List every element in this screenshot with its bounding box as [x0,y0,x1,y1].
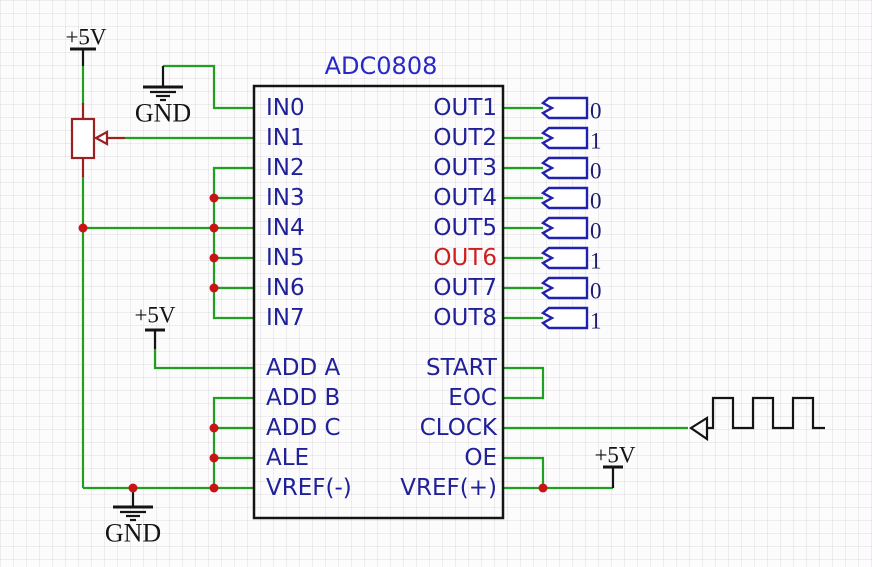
logic-probe-8[interactable] [540,306,589,330]
pin-label-eoc: EOC [448,385,497,411]
pin-label-out7: OUT7 [433,275,497,301]
pin-label-out5: OUT5 [433,215,497,241]
chip-left-pin-labels: IN0 IN1 IN2 IN3 IN4 IN5 IN6 IN7 ADD A AD… [266,95,352,501]
wires[interactable] [81,64,688,490]
junction-dot [209,253,219,263]
vcc-symbol-top-left[interactable]: +5V [65,25,107,67]
pin-label-add-a: ADD A [266,355,340,381]
wire-start-eoc[interactable] [503,366,545,400]
vcc-right-label: +5V [594,443,635,468]
junction-dot [209,483,219,493]
junction-dot [209,453,219,463]
pin-label-add-b: ADD B [266,385,340,411]
probe-value-5: 0 [590,219,602,244]
pin-label-clock: CLOCK [420,415,498,441]
pot-body[interactable] [70,117,96,160]
pin-label-out6-highlighted: OUT6 [433,245,497,271]
pin-label-in2: IN2 [266,155,305,181]
wire-oe[interactable] [503,456,545,488]
chip-right-pin-labels: OUT1 OUT2 OUT3 OUT4 OUT5 OUT6 OUT7 OUT8 … [400,95,498,501]
logic-probe-5[interactable] [540,216,589,240]
pin-label-out2: OUT2 [433,125,497,151]
pin-label-out3: OUT3 [433,155,497,181]
pin-label-in6: IN6 [266,275,305,301]
logic-probes[interactable]: 0 1 0 0 0 1 0 1 [540,96,602,334]
probe-value-2: 1 [590,129,602,154]
junction-dot [128,483,138,493]
vcc-symbol-mid-left[interactable]: +5V [134,303,176,350]
pin-label-out1: OUT1 [433,95,497,121]
wire[interactable] [212,166,254,320]
pin-label-oe: OE [464,445,497,471]
gnd-symbol-bottom[interactable]: GND [105,489,161,548]
junction-dots [78,193,548,493]
junction-dot [78,223,88,233]
logic-probe-4[interactable] [540,186,589,210]
gnd-symbol-top[interactable]: GND [135,66,191,128]
pin-label-vref-plus: VREF(+) [400,475,497,501]
vcc-mid-left-label: +5V [134,303,175,328]
pin-label-in7: IN7 [266,305,305,331]
chip-body[interactable] [252,84,505,520]
chip-title: ADC0808 [325,52,438,80]
pot-wiper-arrow[interactable] [93,130,109,146]
gnd-bottom-label: GND [105,519,161,548]
logic-probe-1[interactable] [540,96,589,120]
junction-dot [209,223,219,233]
junction-dot [538,483,548,493]
vcc-top-left-label: +5V [65,25,106,50]
logic-probe-3[interactable] [540,156,589,180]
probe-value-4: 0 [590,189,602,214]
pin-label-vref-minus: VREF(-) [266,475,352,501]
pin-label-in1: IN1 [266,125,305,151]
clock-waveform [707,396,825,430]
pin-label-out4: OUT4 [433,185,497,211]
probe-value-8: 1 [590,309,602,334]
pin-label-in0: IN0 [266,95,305,121]
wire[interactable] [153,349,254,370]
pin-label-add-c: ADD C [266,415,341,441]
pin-label-out8: OUT8 [433,305,497,331]
pin-label-in3: IN3 [266,185,305,211]
probe-value-7: 0 [590,279,602,304]
clock-source[interactable] [688,396,825,442]
logic-probe-7[interactable] [540,276,589,300]
junction-dot [209,423,219,433]
logic-probe-6[interactable] [540,246,589,270]
pin-label-start: START [426,355,498,381]
pin-label-in5: IN5 [266,245,305,271]
clock-arrow-icon [688,416,709,442]
probe-value-1: 0 [590,99,602,124]
potentiometer[interactable] [70,103,125,177]
probe-value-6: 1 [590,249,602,274]
junction-dot [209,193,219,203]
pin-label-in4: IN4 [266,215,305,241]
gnd-top-label: GND [135,99,191,128]
junction-dot [209,283,219,293]
wire[interactable] [212,396,254,488]
logic-probe-2[interactable] [540,126,589,150]
pin-label-ale: ALE [266,445,309,471]
probe-value-3: 0 [590,159,602,184]
wire[interactable] [163,64,254,110]
vcc-symbol-right[interactable]: +5V [594,443,636,489]
